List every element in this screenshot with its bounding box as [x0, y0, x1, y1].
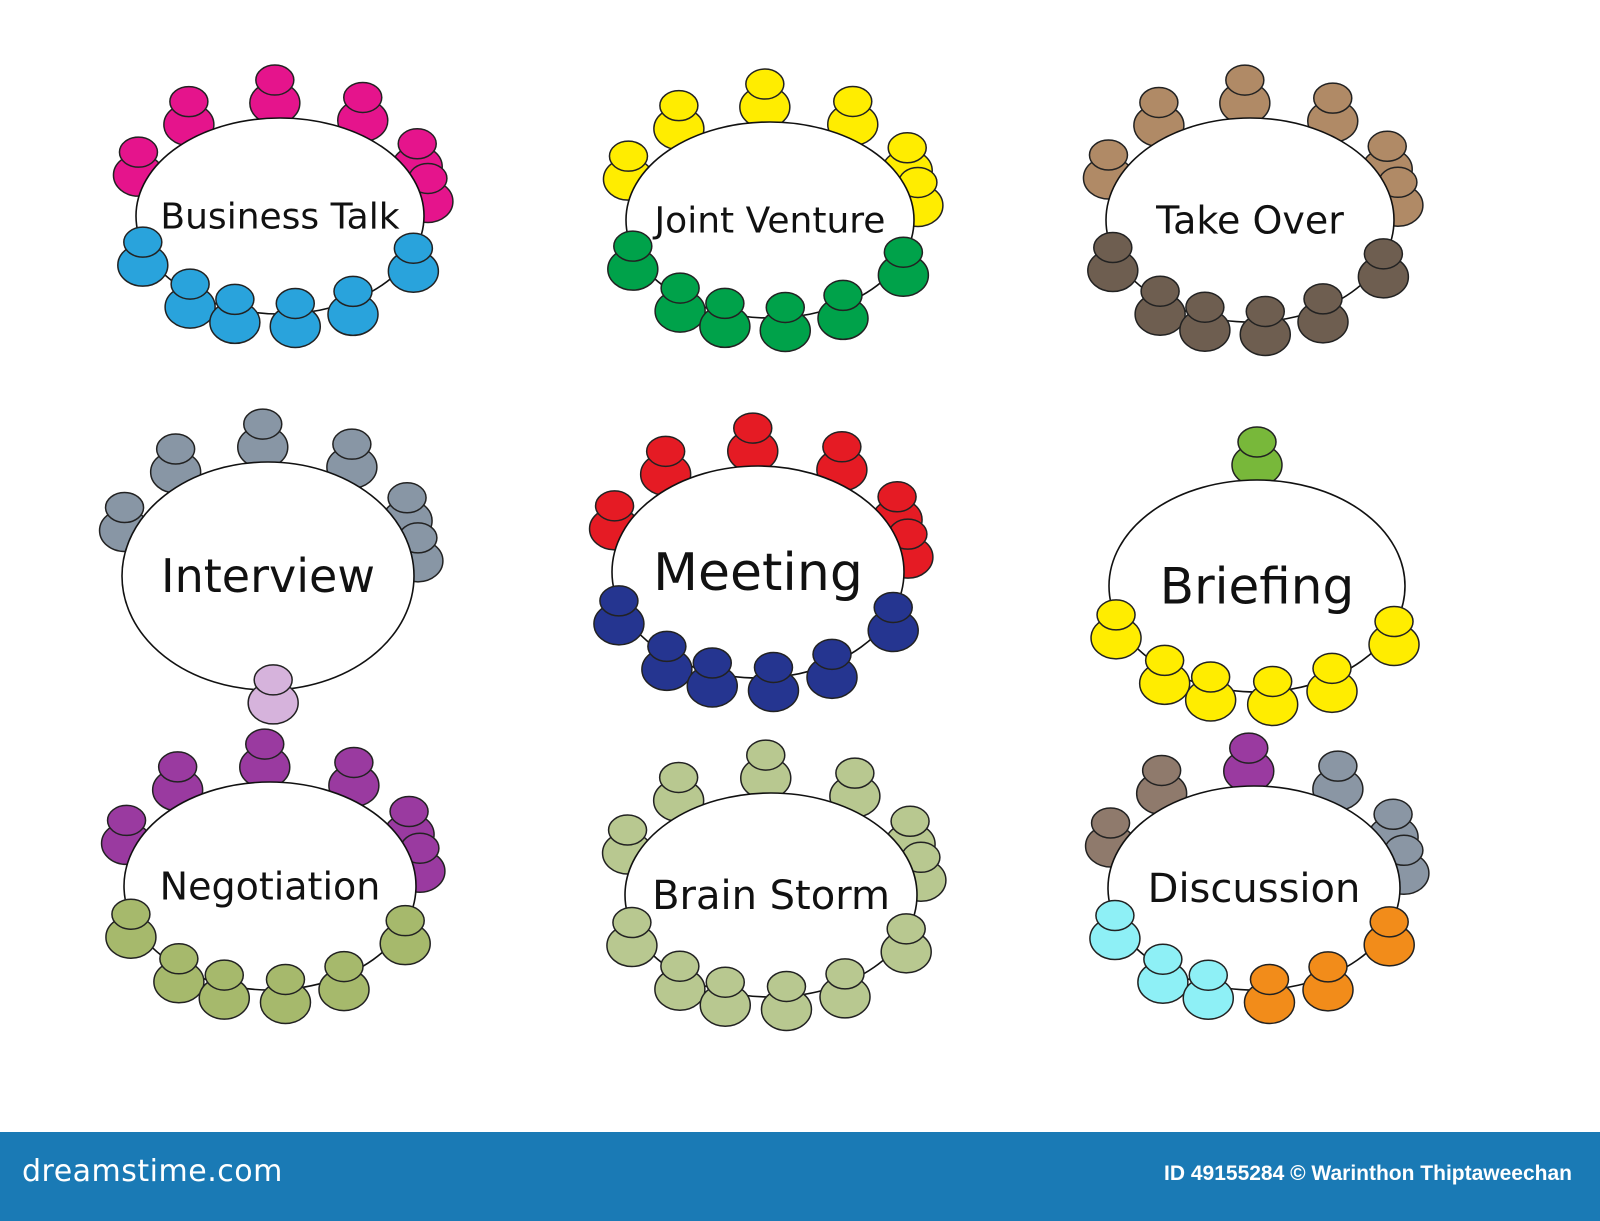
- table-label: Briefing: [1160, 558, 1354, 616]
- meeting-table-briefing: Briefing: [1090, 426, 1420, 727]
- person-icon: [686, 647, 739, 708]
- person-icon: [877, 236, 930, 297]
- person-icon: [259, 963, 312, 1025]
- person-icon: [327, 275, 379, 337]
- person-icon: [727, 412, 779, 473]
- person-icon: [760, 970, 813, 1032]
- person-icon: [209, 283, 261, 345]
- person-icon: [1133, 86, 1185, 148]
- person-icon: [98, 491, 151, 553]
- person-icon: [740, 739, 792, 800]
- person-icon: [653, 89, 705, 151]
- person-icon: [817, 279, 869, 341]
- person-icon: [1090, 599, 1142, 660]
- person-icon: [1306, 652, 1358, 714]
- meeting-table-brain-storm: Brain Storm: [601, 739, 947, 1032]
- meeting-table-negotiation: Negotiation: [100, 728, 446, 1025]
- person-icon: [759, 291, 812, 353]
- person-icon: [1239, 295, 1292, 357]
- person-icon: [654, 950, 706, 1011]
- meeting-table-take-over: Take Over: [1082, 64, 1424, 357]
- person-icon: [198, 959, 251, 1020]
- person-icon: [1363, 906, 1415, 967]
- person-icon: [1134, 275, 1186, 336]
- person-icon: [153, 943, 205, 1004]
- image-credit: ID 49155284 © Warinthon Thiptaweechan: [1164, 1162, 1572, 1185]
- person-icon: [247, 664, 299, 725]
- table-label: Meeting: [653, 543, 863, 603]
- diagram-canvas: Business Talk Joint Venture Take OverInter…: [98, 64, 1430, 1032]
- person-icon: [606, 906, 658, 968]
- meeting-table-joint-venture: Joint Venture: [602, 68, 944, 353]
- person-icon: [880, 913, 932, 974]
- person-icon: [269, 287, 322, 349]
- footer-bar: dreamstime.com ID 49155284 © Warinthon T…: [0, 1132, 1600, 1221]
- person-icon: [239, 728, 291, 789]
- person-icon: [163, 85, 215, 147]
- person-icon: [164, 268, 216, 329]
- person-icon: [1246, 665, 1299, 727]
- person-icon: [379, 904, 431, 966]
- person-icon: [819, 958, 871, 1019]
- person-icon: [593, 585, 645, 646]
- table-label: Brain Storm: [652, 873, 890, 919]
- person-icon: [739, 68, 791, 129]
- person-icon: [1302, 951, 1354, 1012]
- person-icon: [641, 630, 693, 692]
- person-icon: [699, 966, 752, 1027]
- person-icon: [1087, 231, 1139, 293]
- table-label: Joint Venture: [653, 201, 886, 242]
- person-icon: [249, 64, 301, 125]
- table-label: Interview: [161, 549, 375, 603]
- person-icon: [699, 287, 751, 349]
- meeting-table-business-talk: Business Talk: [112, 64, 454, 349]
- person-icon: [237, 408, 289, 469]
- table-label: Negotiation: [160, 864, 381, 908]
- person-icon: [1243, 963, 1296, 1025]
- meeting-table-interview: Interview: [98, 408, 444, 725]
- person-icon: [1219, 64, 1271, 125]
- person-icon: [1138, 644, 1191, 706]
- person-icon: [318, 950, 370, 1012]
- person-icon: [1137, 943, 1189, 1004]
- person-icon: [654, 272, 706, 333]
- person-icon: [1184, 661, 1237, 722]
- person-icon: [1089, 899, 1141, 961]
- person-icon: [607, 230, 659, 291]
- person-icon: [1368, 605, 1420, 667]
- table-label: Discussion: [1148, 866, 1361, 912]
- person-icon: [1231, 426, 1283, 487]
- table-label: Business Talk: [160, 197, 399, 238]
- person-icon: [387, 232, 440, 293]
- person-icon: [806, 638, 858, 700]
- person-icon: [1223, 732, 1275, 793]
- person-icon: [1179, 291, 1231, 352]
- person-icon: [867, 591, 919, 653]
- person-icon: [105, 898, 157, 959]
- person-icon: [328, 746, 380, 808]
- person-icon: [112, 136, 165, 197]
- meeting-table-meeting: Meeting: [588, 412, 934, 713]
- person-icon: [1357, 238, 1410, 299]
- person-icon: [747, 651, 800, 713]
- table-label: Take Over: [1155, 198, 1344, 242]
- person-icon: [117, 226, 169, 287]
- person-icon: [1182, 959, 1235, 1020]
- meeting-table-discussion: Discussion: [1084, 732, 1430, 1025]
- person-icon: [1297, 283, 1349, 344]
- brand-logo: dreamstime.com: [22, 1154, 283, 1189]
